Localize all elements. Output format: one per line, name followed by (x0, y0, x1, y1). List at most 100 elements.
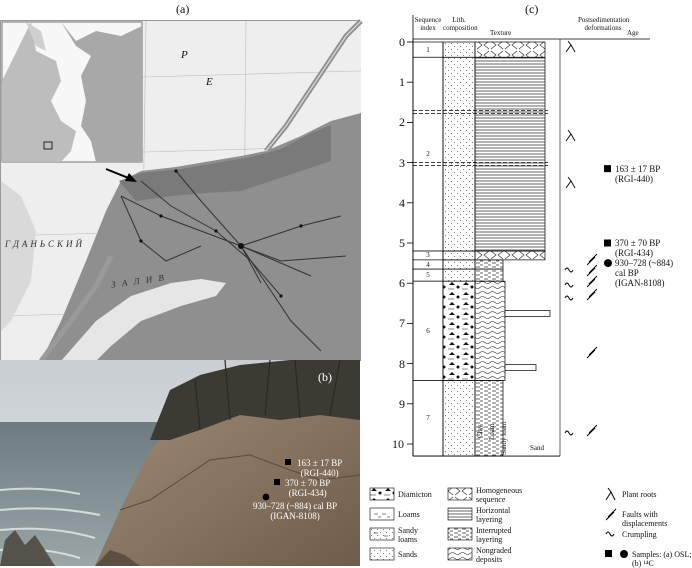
osl-sample-marker (604, 165, 611, 173)
panel-label-a: (a) (176, 2, 190, 16)
faults-icon (586, 346, 598, 359)
legend-symbols (369, 487, 628, 561)
grain-label-sand: Sand (530, 444, 544, 452)
texture-cell (474, 268, 504, 282)
lithology-cell (442, 268, 476, 282)
crumpling-icon (605, 531, 615, 537)
texture-cell (474, 56, 546, 252)
horizontal-swatch (447, 507, 473, 521)
sequence-index-label: 5 (426, 271, 430, 280)
crumpling-icon (564, 430, 574, 436)
texture-cell (474, 259, 504, 270)
texture-cell (474, 380, 504, 457)
depth-tick-label: 7 (399, 316, 405, 331)
cliff-photo: (b) 163 ± 17 BP(RGI-440) 370 ± 70 BP(RGI… (0, 359, 361, 566)
sands-swatch (369, 547, 395, 561)
sequence-index-label: 7 (426, 414, 430, 423)
legend-label: Faults with displacements (622, 510, 668, 528)
osl-sample-icon (605, 550, 612, 557)
texture-cell (474, 280, 506, 381)
map-drawing (0, 19, 363, 363)
plant-roots-icon (565, 176, 576, 189)
legend-label: Samples: (a) OSL; (b) ¹⁴C (632, 550, 692, 568)
grain-size-bump (504, 364, 537, 371)
depth-axis (407, 41, 413, 445)
grain-label-loam: Loam (488, 423, 496, 440)
map-sea-letter: Е (206, 76, 213, 88)
c14-sample-icon (620, 550, 628, 558)
age-markers (604, 165, 612, 268)
sequence-index-label: 1 (426, 45, 430, 54)
texture-cell (474, 41, 546, 58)
faults-icon (586, 424, 598, 437)
sequence-index-label: 6 (426, 326, 430, 335)
lithology-cell (442, 280, 476, 381)
header-lith: Lith. composition (443, 16, 478, 32)
homogeneous-swatch (447, 487, 473, 501)
legend-label: Sands (398, 550, 418, 559)
faults-icon (586, 275, 598, 288)
sequence-index-label: 4 (426, 260, 430, 269)
plant-roots-icon (605, 487, 616, 501)
legend-label: Horizontal layering (476, 506, 511, 524)
legend-label: Nongraded deposits (476, 546, 512, 564)
sequence-layers (412, 39, 561, 457)
sandy-loams-swatch (369, 527, 395, 541)
header-texture: Texture (490, 29, 512, 37)
legend-label: Homogeneous sequence (476, 486, 523, 504)
age-label: 370 ± 70 BP(RGI-434) (615, 238, 661, 258)
panel-label-b: (b) (318, 370, 332, 384)
interrupted-swatch (447, 527, 473, 541)
faults-icon (586, 288, 598, 301)
photo-sample-label: 370 ± 70 BP(RGI-434) (285, 478, 331, 498)
osl-sample-marker (604, 239, 611, 247)
legend-label: Plant roots (622, 490, 657, 499)
lithology-cell (442, 380, 476, 457)
legend-label: Interrupted layering (476, 526, 512, 544)
location-map: Р Е ГДАНЬСКИЙ З А Л И В (0, 19, 363, 363)
texture-cell (474, 250, 546, 261)
depth-tick-label: 2 (399, 115, 405, 130)
lithology-cell (442, 56, 476, 252)
depth-tick-label: 3 (399, 155, 405, 170)
depth-tick-label: 9 (399, 396, 405, 411)
depth-tick-label: 0 (399, 35, 405, 49)
lithology-cell (442, 259, 476, 270)
lithology-cell (442, 250, 476, 261)
header-age: Age (627, 29, 639, 37)
age-label: 930–728 (~884)cal BP(IGAN-8108) (615, 258, 674, 289)
photo-sample-label: 930–728 (~884) cal BP(IGAN-8108) (253, 501, 338, 521)
grain-label-clay: Clay (476, 424, 484, 438)
crumpling-icon (564, 267, 574, 273)
depth-tick-label: 8 (399, 356, 405, 371)
header-sequence-index: Sequence index (414, 16, 442, 32)
depth-tick-label: 10 (392, 437, 404, 451)
depth-tick-label: 4 (399, 195, 405, 210)
legend: Diamicton Homogeneous sequence Plant roo… (369, 486, 692, 568)
legend-label: Loams (398, 510, 420, 519)
legend-label: Crumpling (622, 530, 657, 539)
depth-tick-label: 5 (399, 236, 405, 250)
faults-icon (586, 264, 598, 277)
nongraded-swatch (447, 547, 473, 561)
grain-size-bump (504, 310, 551, 317)
faults-icon (605, 508, 617, 521)
photo-drawing (0, 359, 361, 566)
deformation-symbols (564, 40, 598, 437)
legend-label: Sandy loams (398, 526, 418, 544)
crumpling-icon (564, 282, 574, 288)
panel-label-c: (c) (525, 2, 539, 16)
diamicton-swatch (369, 487, 395, 501)
sequence-index-label: 2 (426, 150, 430, 159)
depth-tick-label: 6 (399, 276, 405, 291)
grain-label-sandy-loam: Sandy loam (500, 421, 508, 455)
lithology-cell (442, 41, 476, 58)
map-gulf-label: ГДАНЬСКИЙ (5, 239, 85, 249)
c14-sample-marker (604, 259, 612, 268)
crumpling-icon (564, 295, 574, 301)
legend-label: Diamicton (398, 490, 432, 499)
photo-sample-label: 163 ± 17 BP(RGI-440) (297, 458, 343, 478)
plant-roots-icon (565, 40, 576, 53)
header-postsed: Postsedimentation deformations (578, 16, 630, 32)
